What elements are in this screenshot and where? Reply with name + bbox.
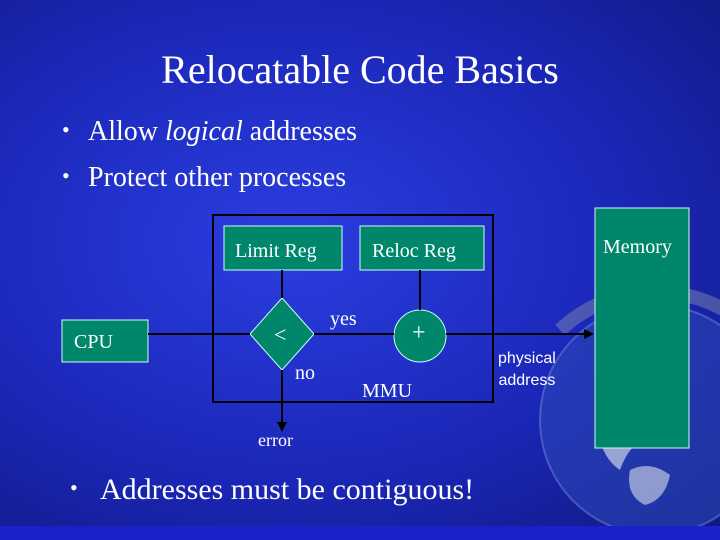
memory-box — [594, 207, 690, 449]
memory-label: Memory — [603, 236, 672, 258]
physical-address-line2: address — [498, 372, 556, 389]
arrow-to-error — [277, 422, 287, 432]
adder-label: + — [412, 320, 426, 346]
compare-label: < — [274, 322, 287, 347]
yes-label: yes — [330, 308, 357, 330]
bullet-item: • Allow logical addresses — [62, 112, 357, 158]
limit-reg-box — [223, 225, 343, 271]
arrow-to-memory — [584, 329, 594, 339]
mmu-outline — [212, 214, 494, 403]
bullet-dot-icon: • — [62, 117, 70, 142]
bullet-list: • Allow logical addresses • Protect othe… — [62, 112, 357, 204]
bottom-bullet: • Addresses must be contiguous! — [70, 470, 474, 510]
mmu-label: MMU — [362, 380, 413, 402]
bottom-bullet-text: Addresses must be contiguous! — [100, 473, 475, 506]
no-label: no — [295, 362, 315, 384]
error-label: error — [258, 430, 293, 450]
bullet-item: • Protect other processes — [62, 158, 357, 204]
physical-address-label: physical address — [498, 348, 556, 392]
slide-title: Relocatable Code Basics — [161, 47, 559, 92]
bullet-text-prefix: Allow — [88, 116, 165, 147]
limit-reg-label: Limit Reg — [235, 240, 317, 262]
bullet-dot-icon: • — [62, 163, 70, 188]
bullet-text: Protect other processes — [88, 162, 347, 193]
cpu-box — [61, 319, 149, 363]
reloc-reg-box — [359, 225, 485, 271]
bullet-text-suffix: addresses — [242, 116, 358, 147]
cpu-label: CPU — [74, 331, 113, 353]
bottom-strip — [0, 526, 720, 540]
reloc-reg-label: Reloc Reg — [372, 240, 456, 262]
bullet-dot-icon: • — [70, 475, 78, 500]
bullet-text-emphasis: logical — [165, 116, 243, 147]
physical-address-line1: physical — [498, 350, 556, 367]
